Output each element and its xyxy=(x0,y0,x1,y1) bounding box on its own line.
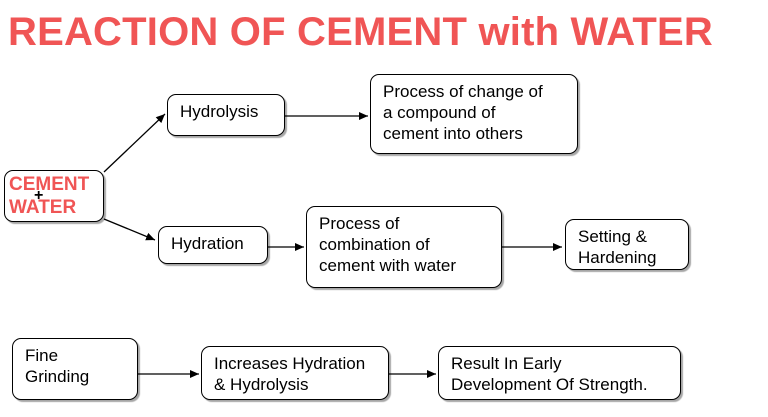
hydrolysis-description-line: a compound of xyxy=(383,103,496,122)
setting-hardening-box: Setting & Hardening xyxy=(565,219,689,270)
hydration-description-line: cement with water xyxy=(319,256,456,275)
hydrolysis-description-line: cement into others xyxy=(383,124,523,143)
increases-hydration-box: Increases Hydration & Hydrolysis xyxy=(201,346,389,400)
hydration-description-line: combination of xyxy=(319,235,430,254)
hydrolysis-label: Hydrolysis xyxy=(180,102,259,121)
cement-label: CEMENT xyxy=(9,174,90,195)
arrow-to-hydration xyxy=(103,218,156,241)
early-strength-line: Result In Early xyxy=(451,354,562,373)
hydration-label: Hydration xyxy=(171,234,244,253)
page-title: REACTION OF CEMENT with WATER xyxy=(8,10,714,54)
increases-hydration-line: Increases Hydration xyxy=(214,354,366,373)
water-label: WATER xyxy=(9,197,77,218)
early-strength-box: Result In Early Development Of Strength. xyxy=(438,346,681,400)
fine-grinding-box: Fine Grinding xyxy=(12,338,138,400)
hydration-box: Hydration xyxy=(158,226,268,264)
early-strength-line: Development Of Strength. xyxy=(451,375,648,394)
cement-water-box: CEMENT + WATER xyxy=(4,170,104,222)
hydration-description-line: Process of xyxy=(319,214,400,233)
setting-hardening-line: Hardening xyxy=(578,248,657,267)
hydrolysis-description-box: Process of change of a compound of cemen… xyxy=(370,74,578,154)
fine-grinding-line: Grinding xyxy=(25,367,90,386)
arrow-to-hydrolysis xyxy=(103,113,166,173)
plus-sign: + xyxy=(34,187,44,204)
fine-grinding-line: Fine xyxy=(25,346,59,365)
hydration-description-box: Process of combination of cement with wa… xyxy=(306,206,502,288)
increases-hydration-line: & Hydrolysis xyxy=(214,375,309,394)
hydrolysis-box: Hydrolysis xyxy=(167,94,285,136)
setting-hardening-line: Setting & xyxy=(578,227,647,246)
hydrolysis-description-line: Process of change of xyxy=(383,82,543,101)
